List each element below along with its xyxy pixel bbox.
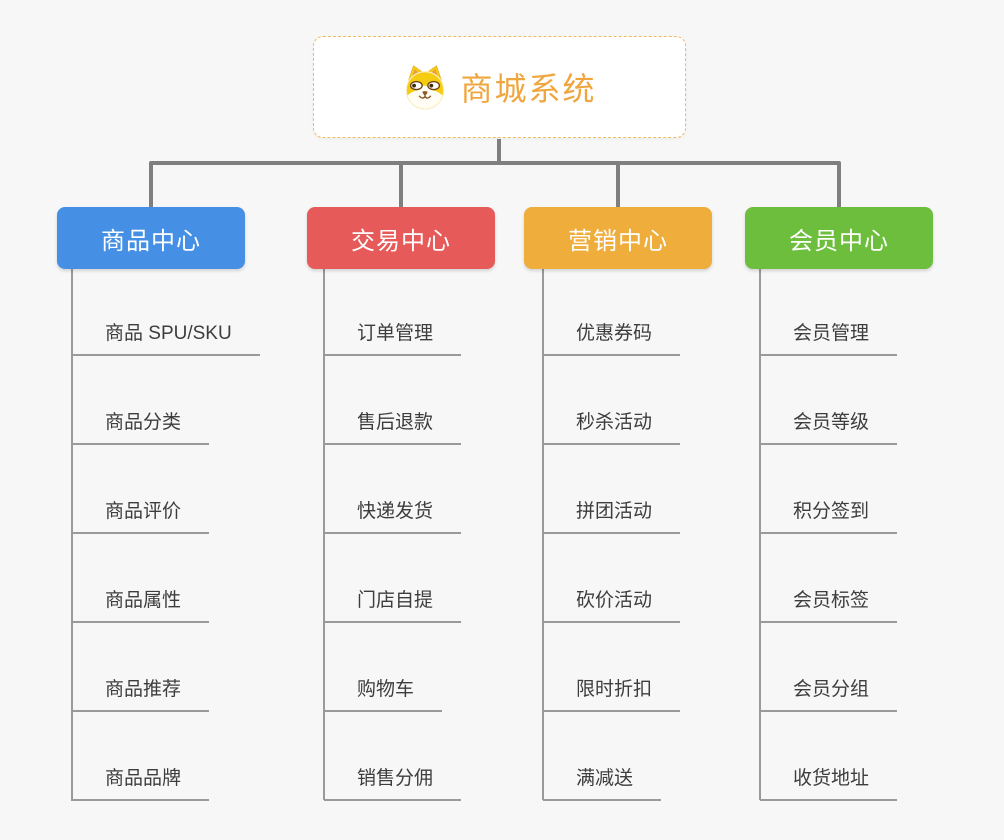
branch-label: 营销中心 [568, 227, 668, 255]
leaf-node[interactable]: 会员管理 [760, 321, 898, 356]
tree-connector-line [149, 161, 841, 207]
leaf-node[interactable]: 限时折扣 [543, 677, 681, 712]
leaf-node[interactable]: 砍价活动 [543, 588, 681, 623]
branch-label: 商品中心 [101, 227, 201, 255]
leaf-node[interactable]: 快递发货 [324, 499, 462, 534]
branch-children-member-center: 会员管理 会员等级 积分签到 会员标签 会员分组 收货地址 [760, 269, 990, 804]
leaf-node[interactable]: 收货地址 [760, 766, 898, 801]
leaf-node[interactable]: 积分签到 [760, 499, 898, 534]
branch-label: 交易中心 [351, 227, 451, 255]
branch-children-product-center: 商品 SPU/SKU 商品分类 商品评价 商品属性 商品推荐 商品品牌 [72, 269, 302, 804]
branch-node-trade-center[interactable]: 交易中心 [307, 207, 495, 269]
branch-label: 会员中心 [789, 227, 889, 255]
root-node[interactable]: 商城系统 [313, 36, 686, 138]
root-title: 商城系统 [460, 71, 597, 107]
leaf-node[interactable]: 会员等级 [760, 410, 898, 445]
leaf-node[interactable]: 会员标签 [760, 588, 898, 623]
leaf-node[interactable]: 商品评价 [72, 499, 210, 534]
branch-node-product-center[interactable]: 商品中心 [57, 207, 245, 269]
branch-children-trade-center: 订单管理 售后退款 快递发货 门店自提 购物车 销售分佣 [324, 269, 554, 804]
leaf-node[interactable]: 拼团活动 [543, 499, 681, 534]
leaf-node[interactable]: 销售分佣 [324, 766, 462, 801]
leaf-node[interactable]: 门店自提 [324, 588, 462, 623]
dog-face-icon [402, 64, 448, 110]
leaf-node[interactable]: 售后退款 [324, 410, 462, 445]
leaf-node[interactable]: 满减送 [543, 766, 662, 801]
leaf-node[interactable]: 秒杀活动 [543, 410, 681, 445]
leaf-node[interactable]: 商品推荐 [72, 677, 210, 712]
leaf-node[interactable]: 商品品牌 [72, 766, 210, 801]
leaf-node[interactable]: 商品 SPU/SKU [72, 321, 260, 356]
branch-children-marketing-center: 优惠券码 秒杀活动 拼团活动 砍价活动 限时折扣 满减送 [543, 269, 773, 804]
leaf-node[interactable]: 商品分类 [72, 410, 210, 445]
leaf-node[interactable]: 会员分组 [760, 677, 898, 712]
leaf-node[interactable]: 购物车 [324, 677, 443, 712]
branch-node-marketing-center[interactable]: 营销中心 [524, 207, 712, 269]
branch-node-member-center[interactable]: 会员中心 [745, 207, 933, 269]
leaf-node[interactable]: 订单管理 [324, 321, 462, 356]
leaf-node[interactable]: 商品属性 [72, 588, 210, 623]
leaf-node[interactable]: 优惠券码 [543, 321, 681, 356]
